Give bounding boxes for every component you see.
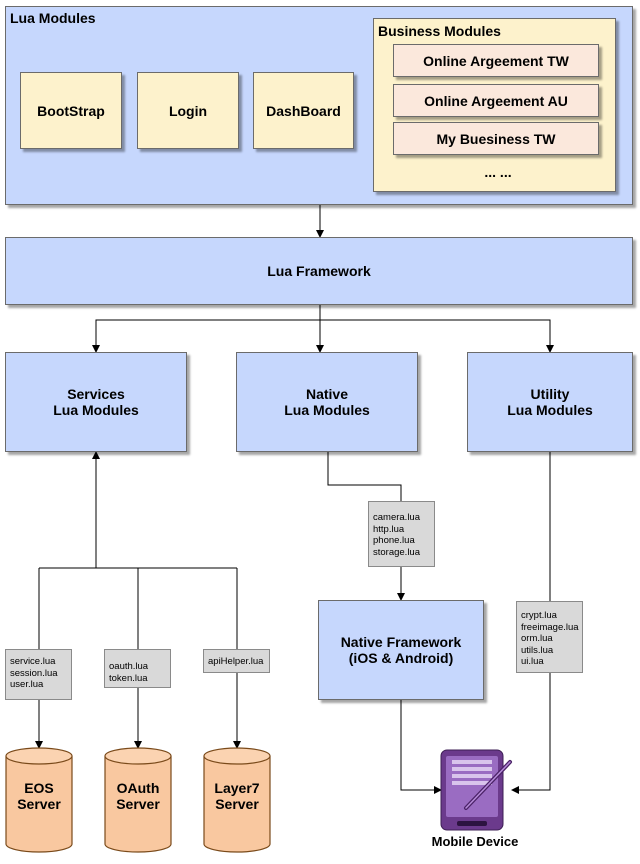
utility-line2: Lua Modules bbox=[507, 402, 593, 418]
eos-server-line2: Server bbox=[17, 796, 61, 812]
mobile-device-icon bbox=[440, 749, 512, 831]
edge-framework-utility bbox=[320, 319, 554, 353]
services-lua-modules: Services Lua Modules bbox=[5, 352, 187, 452]
business-item-1: Online Argeement TW bbox=[393, 44, 599, 77]
utility-file: crypt.lua bbox=[521, 610, 557, 621]
eos-file: service.lua bbox=[10, 656, 56, 667]
business-more-ellipsis: ... ... bbox=[484, 164, 512, 180]
native-file: storage.lua bbox=[373, 546, 421, 558]
lua-modules-title: Lua Modules bbox=[10, 10, 96, 26]
layer7-file: apiHelper.lua bbox=[208, 656, 264, 667]
services-line2: Lua Modules bbox=[53, 402, 139, 418]
edge-nativefw-device bbox=[400, 700, 442, 794]
native-line1: Native bbox=[305, 386, 349, 402]
utility-file: orm.lua bbox=[521, 633, 553, 644]
layer7-files-list: apiHelper.lua bbox=[203, 649, 270, 673]
native-framework-line2: (iOS & Android) bbox=[348, 650, 454, 666]
bootstrap-module: BootStrap bbox=[20, 72, 122, 149]
eos-server-label: EOS Server bbox=[6, 780, 72, 812]
oauth-server-shape bbox=[104, 747, 172, 853]
dashboard-module: DashBoard bbox=[253, 72, 354, 149]
business-item-2: Online Argeement AU bbox=[393, 84, 599, 117]
oauth-server-line1: OAuth bbox=[116, 780, 160, 796]
eos-file: session.lua bbox=[10, 667, 58, 679]
oauth-file: token.lua bbox=[109, 672, 148, 684]
layer7-server-line2: Server bbox=[215, 796, 259, 812]
edge-framework-services bbox=[92, 305, 321, 353]
login-label: Login bbox=[168, 102, 208, 119]
native-file: camera.lua bbox=[373, 512, 420, 523]
eos-server-line1: EOS bbox=[24, 780, 54, 796]
layer7-server-label: Layer7 Server bbox=[204, 780, 270, 812]
eos-file: user.lua bbox=[10, 679, 44, 690]
edge-native-files bbox=[327, 452, 402, 501]
utility-file: freeimage.lua bbox=[521, 621, 579, 633]
business-modules-title: Business Modules bbox=[378, 23, 501, 39]
native-lua-modules: Native Lua Modules bbox=[236, 352, 418, 452]
mobile-device-label: Mobile Device bbox=[431, 834, 519, 849]
business-item-3-label: My Buesiness TW bbox=[436, 130, 556, 147]
oauth-server-line2: Server bbox=[116, 796, 160, 812]
utility-files-list: crypt.lua freeimage.lua orm.lua utils.lu… bbox=[516, 601, 583, 673]
layer7-server-shape bbox=[203, 747, 271, 853]
business-item-1-label: Online Argeement TW bbox=[423, 52, 569, 69]
business-item-3: My Buesiness TW bbox=[393, 122, 599, 155]
utility-line1: Utility bbox=[530, 386, 570, 402]
oauth-files-list: oauth.lua token.lua bbox=[104, 649, 171, 688]
utility-file: utils.lua bbox=[521, 644, 554, 656]
dashboard-label: DashBoard bbox=[266, 102, 341, 119]
native-framework-line1: Native Framework bbox=[340, 634, 462, 650]
lua-framework-label: Lua Framework bbox=[267, 263, 371, 279]
oauth-server-label: OAuth Server bbox=[105, 780, 171, 812]
native-file: phone.lua bbox=[373, 535, 415, 546]
services-line1: Services bbox=[67, 386, 125, 402]
utility-lua-modules: Utility Lua Modules bbox=[467, 352, 633, 452]
edge-utility-device bbox=[511, 673, 551, 794]
oauth-file: oauth.lua bbox=[109, 661, 149, 672]
eos-files-list: service.lua session.lua user.lua bbox=[5, 649, 72, 700]
layer7-server-line1: Layer7 bbox=[214, 780, 260, 796]
native-framework: Native Framework (iOS & Android) bbox=[318, 600, 484, 700]
lua-framework: Lua Framework bbox=[5, 237, 633, 305]
eos-server-shape bbox=[5, 747, 73, 853]
native-line2: Lua Modules bbox=[284, 402, 370, 418]
business-item-2-label: Online Argeement AU bbox=[424, 92, 568, 109]
login-module: Login bbox=[137, 72, 239, 149]
utility-file: ui.lua bbox=[521, 656, 544, 667]
native-files-list: camera.lua http.lua phone.lua storage.lu… bbox=[368, 501, 435, 567]
bootstrap-label: BootStrap bbox=[37, 102, 105, 119]
native-file: http.lua bbox=[373, 523, 405, 535]
